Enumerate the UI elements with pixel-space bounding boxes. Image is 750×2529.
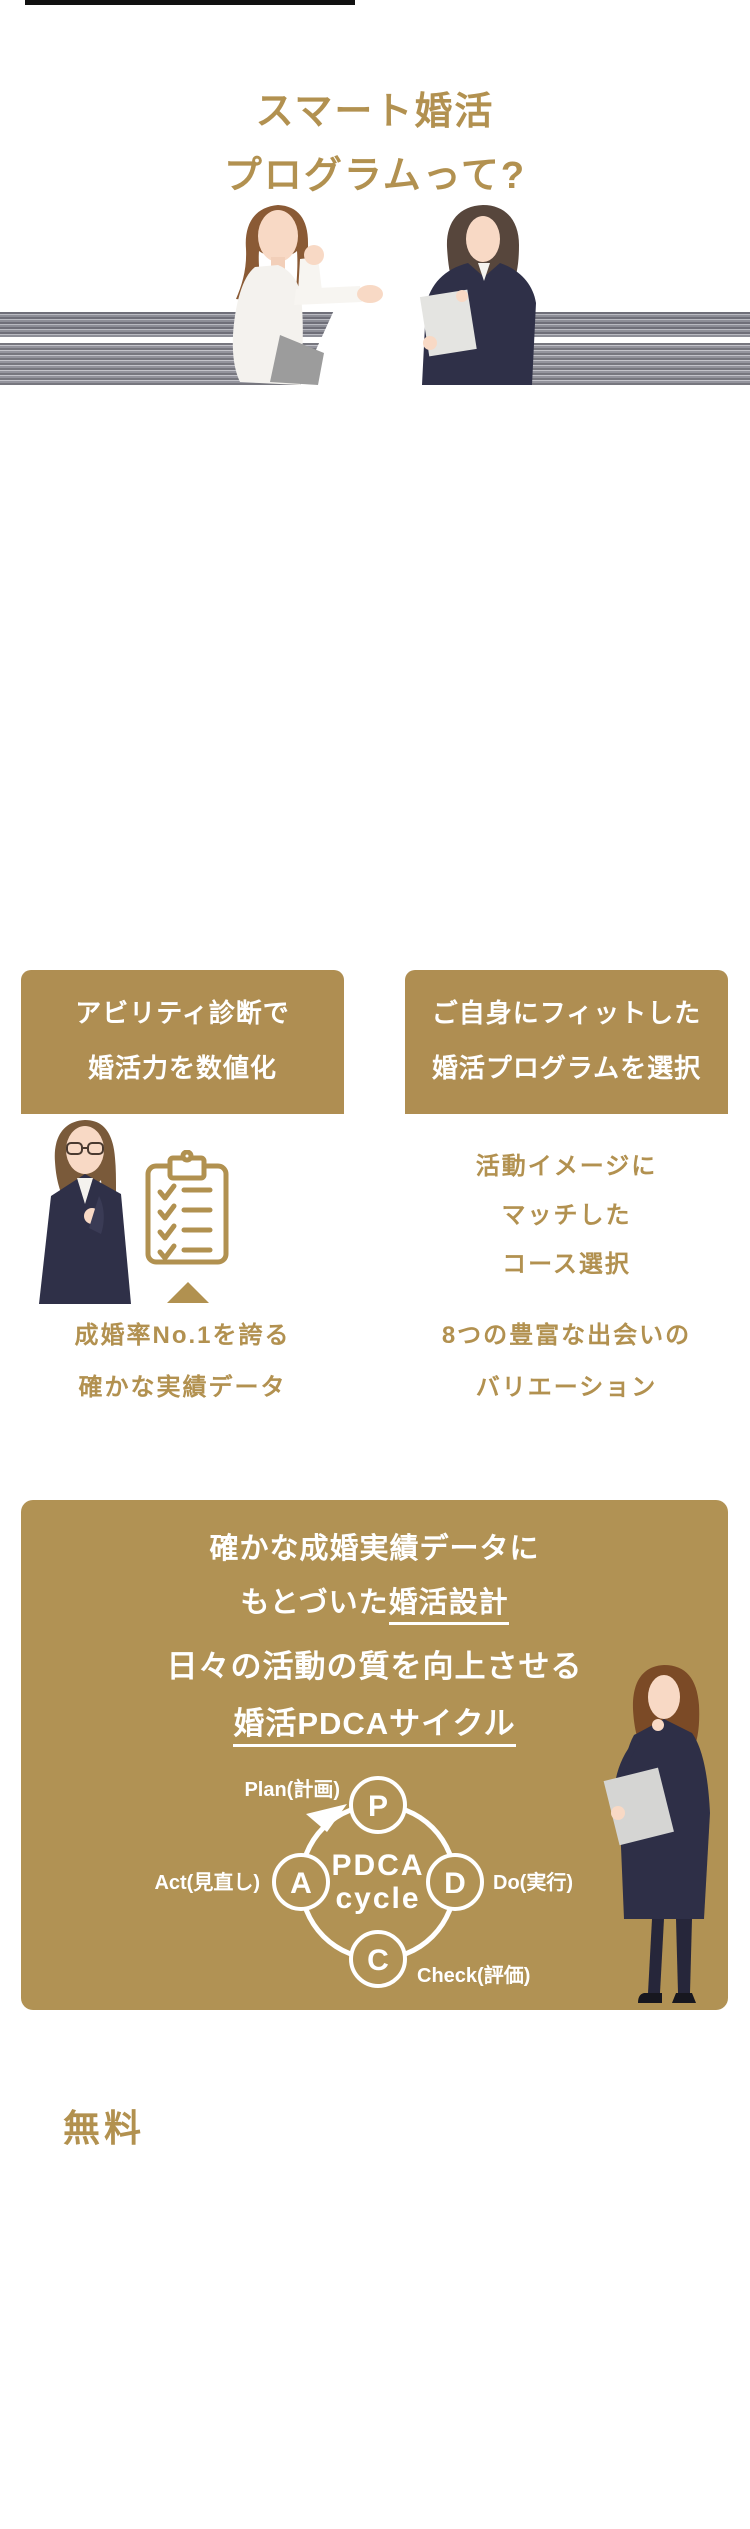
page-title-line2: プログラムって? — [223, 155, 527, 197]
pdca-label-act: Act(見直し) — [154, 1870, 260, 1894]
standing-woman-illustration — [603, 1665, 710, 2003]
feature-right-heading-line2: 婚活プログラムを選択 — [431, 1053, 702, 1083]
cycle-arrow-icon — [306, 1804, 347, 1832]
page-title-line1: スマート婚活 — [255, 91, 495, 133]
women-talking-illustration — [232, 205, 536, 385]
clipboard-checklist-icon — [145, 1150, 229, 1265]
consultant-illustration — [39, 1120, 131, 1304]
price-free-label: 無料 — [63, 2108, 145, 2149]
feature-left-heading-line2: 婚活力を数値化 — [87, 1053, 277, 1083]
feature-right-body-line3: コース選択 — [502, 1251, 631, 1278]
svg-text:A: A — [290, 1867, 312, 1900]
feature-right-body-line1: 活動イメージに — [475, 1153, 658, 1180]
svg-text:C: C — [367, 1944, 389, 1977]
page-title: スマート婚活 プログラムって? — [0, 80, 750, 208]
feature-right-heading-line1: ご自身にフィットした — [431, 998, 702, 1028]
pdca-panel-heading: 確かな成婚実績データに もとづいた婚活設計 — [21, 1522, 728, 1630]
pdca-heading-line2-underlined: 婚活設計 — [388, 1587, 509, 1625]
pdca-node-act: A — [272, 1853, 330, 1911]
pdca-subheading-line1: 日々の活動の質を向上させる — [166, 1649, 583, 1684]
feature-right-body-line2: マッチした — [501, 1202, 632, 1229]
pdca-subheading-line2: 婚活PDCAサイクル — [21, 1695, 728, 1752]
svg-text:P: P — [368, 1790, 388, 1823]
feature-left-caption: 成婚率No.1を誇る 確かな実績データ — [21, 1310, 344, 1414]
pdca-cycle-diagram: P D C A Plan(計画) Do(実行) Check(評価) Act(見直… — [154, 1776, 573, 1988]
feature-box-right: ご自身にフィットした 婚活プログラムを選択 — [405, 970, 728, 1114]
pdca-subheading-line2-underlined: 婚活PDCAサイクル — [233, 1706, 516, 1747]
pdca-node-check: C — [349, 1930, 407, 1988]
svg-text:D: D — [444, 1867, 466, 1900]
feature-right-caption-line2: バリエーション — [475, 1374, 658, 1401]
pdca-panel-subheading: 日々の活動の質を向上させる 婚活PDCAサイクル — [21, 1638, 728, 1752]
feature-left-heading-line1: アビリティ診断で — [75, 998, 290, 1028]
woman-left-figure — [232, 205, 383, 385]
pdca-panel — [21, 1500, 728, 2010]
pdca-label-do: Do(実行) — [493, 1870, 573, 1894]
feature-right-body: 活動イメージに マッチした コース選択 — [405, 1142, 728, 1289]
triangle-up-icon — [167, 1282, 209, 1303]
cycle-center-line1: PDCA — [331, 1849, 424, 1882]
cycle-center-line2: cycle — [335, 1882, 420, 1915]
top-rule — [25, 0, 355, 5]
feature-box-left: アビリティ診断で 婚活力を数値化 — [21, 970, 344, 1114]
pdca-heading-line1: 確かな成婚実績データに — [209, 1533, 540, 1565]
woman-right-figure — [419, 205, 536, 385]
feature-right-caption-line1: 8つの豊富な出会いの — [441, 1322, 692, 1349]
pdca-label-check: Check(評価) — [417, 1963, 530, 1987]
pdca-label-plan: Plan(計画) — [244, 1777, 340, 1801]
feature-left-caption-line1: 成婚率No.1を誇る — [74, 1322, 291, 1349]
pdca-heading-line2: もとづいた婚活設計 — [21, 1576, 728, 1630]
feature-left-caption-line2: 確かな実績データ — [78, 1374, 287, 1401]
pdca-node-plan: P — [349, 1776, 407, 1834]
pdca-heading-line2-prefix: もとづいた — [240, 1587, 389, 1619]
feature-right-caption: 8つの豊富な出会いの バリエーション — [405, 1310, 728, 1414]
pdca-node-do: D — [426, 1853, 484, 1911]
